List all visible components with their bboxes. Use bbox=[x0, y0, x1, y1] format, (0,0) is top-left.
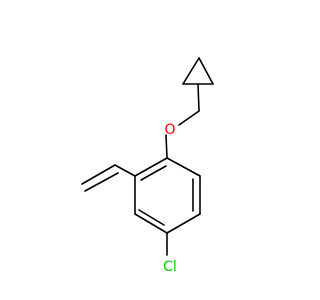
vinyl-double-bond-outer bbox=[81, 164, 116, 185]
ring-bond-3-4 bbox=[166, 213, 201, 234]
vinyl-double-bond-inner bbox=[84, 172, 119, 192]
molecule-structure-diagram: O Cl bbox=[81, 57, 214, 275]
vinyl-bond bbox=[114, 164, 136, 177]
ring-bond-1-2 bbox=[166, 157, 201, 177]
ether-bond-o-ring bbox=[165, 134, 168, 159]
ring-bond-4-5-inner bbox=[138, 209, 165, 226]
chlorine-atom-label: Cl bbox=[163, 259, 177, 275]
methylene-bond bbox=[197, 83, 200, 112]
cyclopropyl-bond-2 bbox=[198, 57, 214, 85]
oxygen-atom-label: O bbox=[164, 122, 175, 138]
cyclopropyl-bond-1 bbox=[182, 57, 200, 85]
ether-bond-ch2-o bbox=[178, 110, 200, 126]
molecule-structure-canvas: O Cl bbox=[81, 57, 214, 275]
ring-bond-4-5 bbox=[134, 213, 168, 234]
ring-bond-6-1-inner bbox=[140, 165, 167, 181]
ring-bond-6-1 bbox=[134, 157, 168, 177]
